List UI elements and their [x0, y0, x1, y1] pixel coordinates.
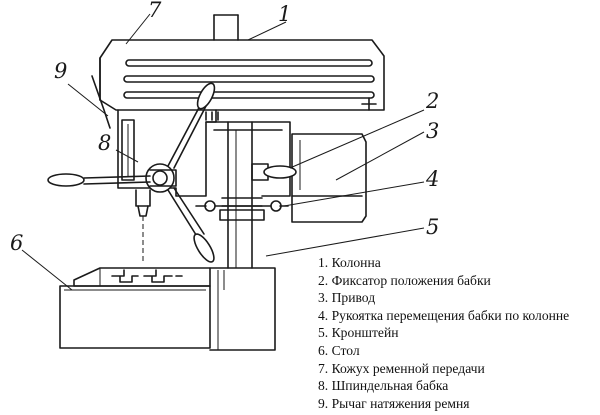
callout-8: 8 [98, 131, 111, 155]
belt-guard [91, 39, 385, 129]
callout-3: 3 [426, 119, 439, 143]
legend-item: 5. Кронштейн [318, 325, 399, 341]
spindle-head [117, 109, 217, 262]
legend-item: 6. Стол [318, 342, 360, 358]
callout-6: 6 [10, 231, 23, 255]
callout-4: 4 [425, 167, 439, 191]
legend-item: 4. Рукоятка перемещения бабки по колонне [318, 307, 570, 323]
callout-numbers: 1 2 3 4 5 6 7 8 9 [10, 0, 439, 255]
callout-2: 2 [425, 89, 439, 113]
table-base [59, 267, 276, 351]
parts-legend: 1. Колонна 2. Фиксатор положения бабки 3… [318, 254, 569, 412]
drive-and-bracket [195, 121, 367, 223]
legend-item: 1. Колонна [318, 255, 381, 270]
legend-item: 7. Кожух ременной передачи [318, 360, 485, 376]
callout-7: 7 [148, 0, 162, 22]
column [213, 14, 265, 269]
callout-1: 1 [278, 2, 291, 26]
callout-9: 9 [54, 59, 67, 83]
legend-item: 2. Фиксатор положения бабки [318, 272, 491, 288]
legend-item: 8. Шпиндельная бабка [318, 378, 449, 394]
callout-5: 5 [426, 215, 439, 239]
feed-handles [47, 82, 216, 263]
legend-item: 3. Привод [318, 290, 376, 306]
leader-lines [21, 13, 425, 291]
legend-item: 9. Рычаг натяжения ремня [318, 395, 470, 411]
